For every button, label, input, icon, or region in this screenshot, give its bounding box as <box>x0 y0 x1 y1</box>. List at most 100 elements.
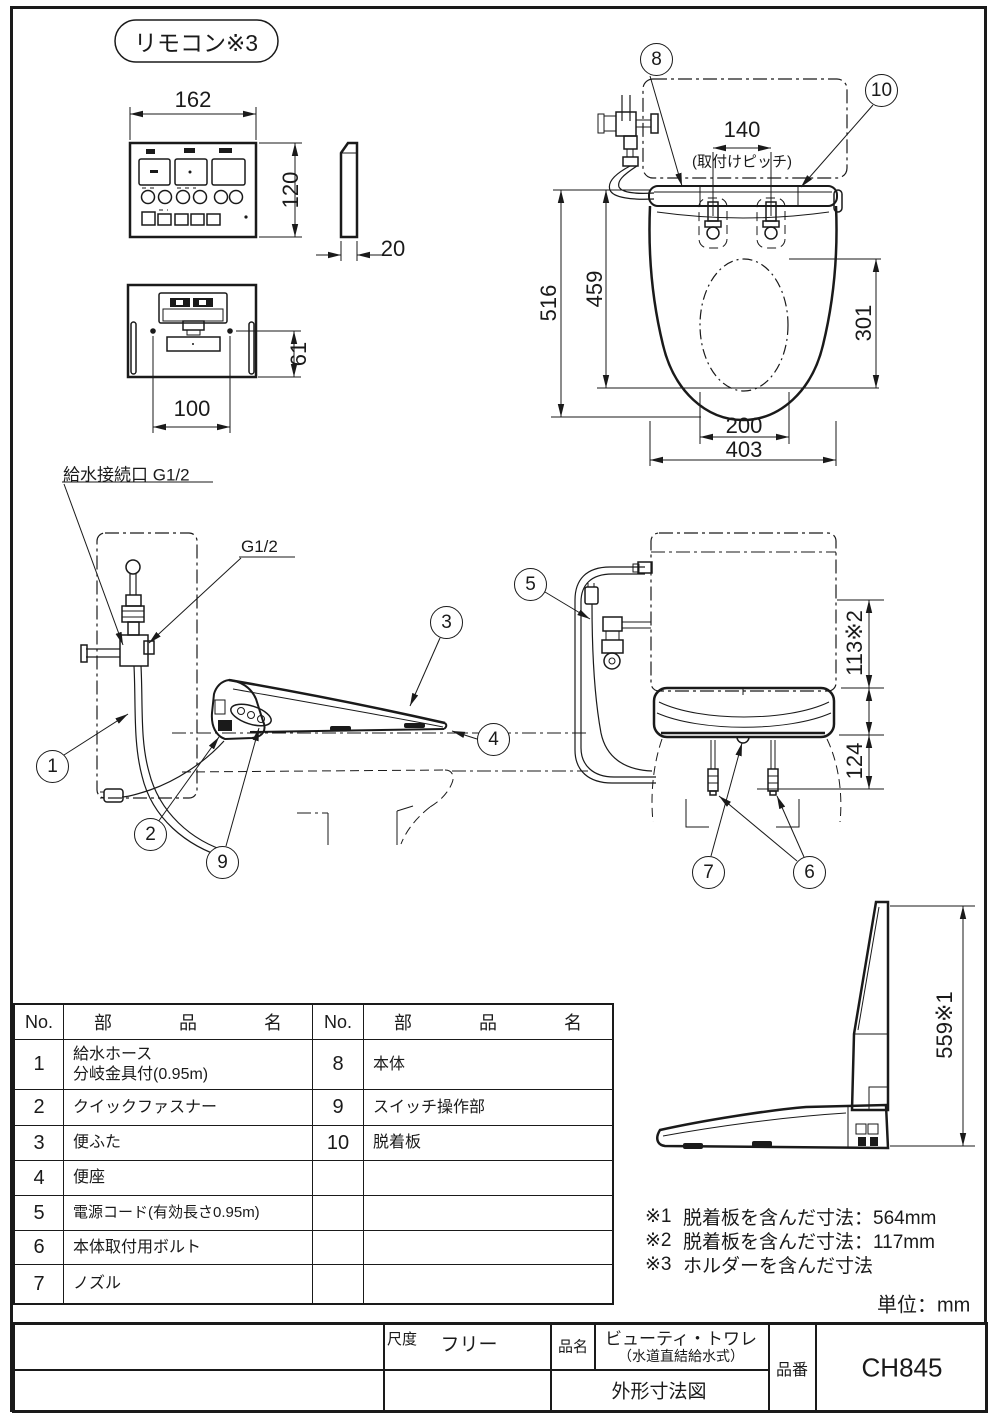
release-plate-tab <box>833 189 843 213</box>
power-plug <box>584 586 599 605</box>
product-type: （水道直結給水式） <box>618 1348 744 1364</box>
part-no: 6 <box>15 1230 63 1264</box>
title-divider <box>15 1369 768 1371</box>
mounting-bolt-right <box>767 740 779 796</box>
remote-title-bubble <box>114 19 279 63</box>
part-no: 10 <box>312 1125 363 1160</box>
product-name: ビューティ・トワレ <box>605 1329 757 1349</box>
dim-mount-pitch-note: (取付けピッチ) <box>692 153 792 171</box>
part-no: 9 <box>312 1089 363 1125</box>
dim-remote-depth: 20 <box>380 236 406 261</box>
open-lid-side-drawing <box>656 900 975 1150</box>
header-char: 品 <box>479 1013 497 1033</box>
note-text: ホルダーを含んだ寸法 <box>683 1255 874 1277</box>
note-ref: ※2 <box>645 1229 672 1251</box>
part-name <box>363 1264 612 1303</box>
body-profile <box>210 678 266 741</box>
part-name: 便ふた <box>63 1125 312 1160</box>
seat-opening-hidden-line <box>699 258 789 392</box>
part-name-line: 給水ホース <box>73 1046 153 1064</box>
part-name: ノズル <box>63 1264 312 1303</box>
open-lid-outline <box>850 900 890 1112</box>
header-char: 部 <box>94 1013 112 1033</box>
part-name: 給水ホース 分岐金具付(0.95m) <box>63 1039 312 1089</box>
dim-bolt-length: 124 <box>842 742 867 780</box>
part-no: 8 <box>312 1039 363 1089</box>
dim-remote-height: 120 <box>278 171 303 209</box>
unit-note: 単位：mm <box>877 1294 971 1317</box>
note-2: ※2 脱着板を含んだ寸法：117mm <box>645 1228 936 1253</box>
tank-outline-rear <box>650 532 837 692</box>
header-char: 名 <box>264 1013 282 1033</box>
part-no <box>312 1160 363 1195</box>
callout-5: 5 <box>514 568 547 601</box>
part-no <box>312 1195 363 1230</box>
tank-outline-side <box>96 532 198 799</box>
callout-4: 4 <box>477 723 510 756</box>
title-divider <box>550 1325 552 1410</box>
part-name: クイックファスナー <box>63 1089 312 1125</box>
header-char: 部 <box>394 1013 412 1033</box>
title-divider <box>594 1325 596 1369</box>
part-name <box>363 1230 612 1264</box>
dim-overall-width: 403 <box>725 437 763 462</box>
part-name <box>363 1160 612 1195</box>
nozzle-notch <box>736 736 750 744</box>
parts-header-no: No. <box>24 1011 53 1032</box>
part-name: 本体 <box>363 1039 612 1089</box>
part-code: CH845 <box>861 1352 943 1383</box>
part-no <box>312 1230 363 1264</box>
scale-label: 尺度 <box>387 1331 418 1348</box>
part-no: 3 <box>15 1125 63 1160</box>
note-ref: ※1 <box>645 1205 672 1227</box>
part-code-label: 品番 <box>775 1362 809 1379</box>
callout-10: 10 <box>865 74 898 107</box>
supply-hose <box>133 665 227 859</box>
remote-control-drawing <box>114 19 382 433</box>
callout-2: 2 <box>134 818 167 851</box>
remote-front-outline <box>128 141 258 239</box>
scale-value: フリー <box>440 1334 498 1356</box>
part-name <box>363 1195 612 1230</box>
seat-profile-open <box>656 1103 890 1150</box>
note-ref: ※3 <box>645 1253 672 1275</box>
parts-header-name-2: 部 品 名 <box>363 1005 612 1039</box>
part-name: 本体取付用ボルト <box>63 1230 312 1264</box>
body-outline-rear <box>652 686 836 739</box>
remote-title: リモコン※3 <box>133 30 259 56</box>
switch-panel <box>230 703 272 727</box>
note-3: ※3 ホルダーを含んだ寸法 <box>645 1252 936 1277</box>
callout-8: 8 <box>640 43 673 76</box>
part-name: スイッチ操作部 <box>363 1089 612 1125</box>
parts-header-no-2: No. <box>312 1005 363 1039</box>
remote-side-outline <box>339 141 359 239</box>
title-divider <box>768 1325 770 1410</box>
callout-3: 3 <box>430 606 463 639</box>
notes-block: ※1 脱着板を含んだ寸法：564mm ※2 脱着板を含んだ寸法：117mm ※3… <box>645 1204 937 1277</box>
dim-bowl-width: 200 <box>725 413 763 438</box>
callout-7: 7 <box>692 856 725 889</box>
tank-outline-plan <box>642 78 848 179</box>
title-divider <box>383 1325 385 1410</box>
part-name: 脱着板 <box>363 1125 612 1160</box>
lid-outline-plan <box>648 205 838 422</box>
callout-9: 9 <box>206 846 239 879</box>
power-cord <box>121 740 225 798</box>
dim-remote-back-offset: 61 <box>286 341 311 367</box>
dim-remote-back-pitch: 100 <box>173 396 211 421</box>
dim-body-depth: 459 <box>582 270 607 308</box>
part-no: 5 <box>15 1195 63 1230</box>
note-1: ※1 脱着板を含んだ寸法：564mm <box>645 1204 937 1229</box>
part-no: 4 <box>15 1160 63 1195</box>
title-block: 尺度 フリー 品名 ビューティ・トワレ （水道直結給水式） 外形寸法図 品番 C… <box>12 1322 988 1413</box>
supply-hose-rear <box>574 566 656 784</box>
part-name: 便座 <box>63 1160 312 1195</box>
dim-total-depth: 516 <box>536 284 561 322</box>
parts-table: No. 部 品 名 No. 部 品 名 1 給水ホース 分岐金具付(0.95m)… <box>13 1003 614 1305</box>
product-name-label: 品名 <box>557 1338 589 1356</box>
thread-label: G1/2 <box>241 537 278 556</box>
note-text: 脱着板を含んだ寸法：564mm <box>683 1207 937 1229</box>
dim-bowl-depth: 301 <box>851 304 876 342</box>
hinge-cover-plan <box>648 185 838 207</box>
